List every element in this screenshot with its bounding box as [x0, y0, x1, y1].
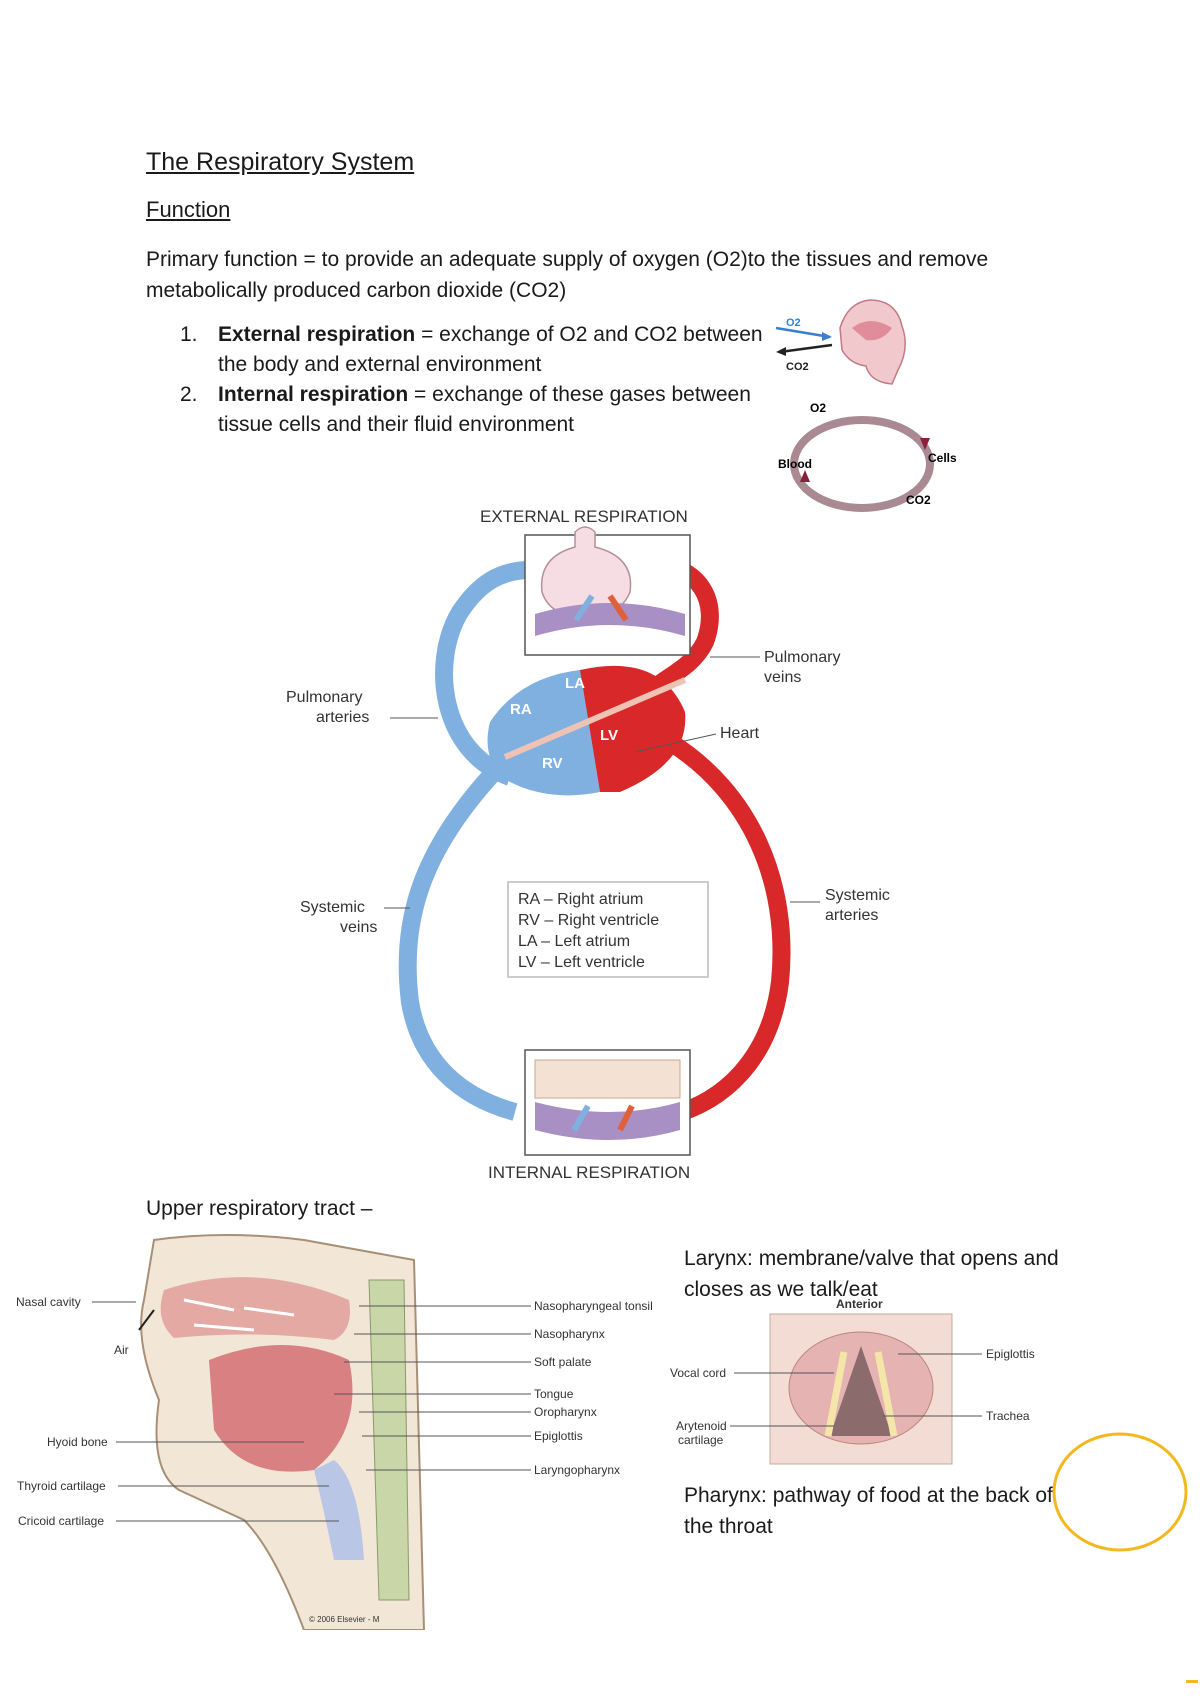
list-text: = exchange of O2 and CO2 between the bod… — [218, 323, 763, 376]
gas-exchange-figure: O2 CO2 O2 Cells Blood CO2 — [775, 299, 957, 512]
soft-palate-label: Soft palate — [534, 1355, 592, 1369]
blood-label: Blood — [778, 457, 812, 471]
larynx-shape — [314, 1460, 364, 1560]
exchange-cycle-ring — [790, 416, 934, 512]
air-arrow — [138, 1309, 155, 1331]
larynx-diagram: Anterior Vocal cord Arytenoid cartilage … — [670, 1297, 1035, 1465]
oropharynx-label: Oropharynx — [534, 1405, 597, 1419]
co2-arrow — [779, 343, 833, 354]
cycle-arrowhead-right — [920, 438, 930, 450]
systemic-arteries-vessel — [665, 734, 791, 1123]
pharynx-description: Pharynx: pathway of food at the back of … — [684, 1484, 1053, 1538]
nasal-cavity-label: Nasal cavity — [16, 1295, 81, 1309]
capillary-band — [535, 1102, 680, 1140]
nasal-passage-shape — [852, 321, 892, 341]
page-title: The Respiratory System — [146, 148, 415, 176]
vocal-cord-right — [874, 1351, 898, 1437]
anterior-label: Anterior — [836, 1297, 883, 1311]
list-text: = exchange of these gases between tissue… — [218, 383, 751, 436]
ra-label: RA — [510, 701, 532, 718]
nasopharyngeal-tonsil-label: Nasopharyngeal tonsil — [534, 1299, 653, 1313]
list-term: External respiration — [218, 323, 416, 346]
systemic-arteries-label-1: Systemic — [825, 887, 890, 904]
hyoid-bone-label: Hyoid bone — [47, 1435, 108, 1449]
list-item: 1. External respiration = exchange of O2… — [180, 320, 770, 380]
legend-item: LV – Left ventricle — [518, 954, 645, 971]
pulmonary-arteries-label-2: arteries — [316, 709, 369, 726]
nasopharynx-label: Nasopharynx — [534, 1327, 605, 1341]
heart-right-side — [487, 670, 600, 796]
arytenoid-label-1: Arytenoid — [676, 1419, 727, 1433]
heart-legend-box — [507, 881, 709, 978]
upper-tract-heading: Upper respiratory tract – — [146, 1197, 373, 1220]
cycle-arrowhead-left — [800, 470, 810, 482]
heart-label: Heart — [720, 725, 760, 742]
trachea-opening — [830, 1346, 892, 1436]
co2-label: CO2 — [786, 361, 809, 373]
systemic-veins-label-1: Systemic — [300, 899, 365, 916]
annotation-mark — [1186, 1680, 1198, 1683]
heart-septum — [503, 677, 687, 760]
legend-item: RA – Right atrium — [518, 891, 643, 908]
epiglottis-label: Epiglottis — [534, 1429, 583, 1443]
vertebrae-shape — [368, 1279, 410, 1601]
annotation-circle — [1052, 1432, 1188, 1552]
rv-label: RV — [542, 755, 563, 772]
list-number: 1. — [180, 323, 198, 346]
heart-left-side — [580, 665, 686, 792]
head-silhouette — [839, 299, 906, 385]
upper-respiratory-diagram: Nasal cavity Air Hyoid bone Thyroid cart… — [16, 1234, 653, 1630]
copyright-text: © 2006 Elsevier - M — [309, 1615, 380, 1624]
systemic-veins-label-2: veins — [340, 919, 377, 936]
external-respiration-label: EXTERNAL RESPIRATION — [480, 507, 688, 526]
release-arrow — [607, 594, 629, 622]
legend-item: LA – Left atrium — [518, 933, 630, 950]
systemic-arteries-label-2: arteries — [825, 907, 878, 924]
section-heading: Function — [146, 197, 231, 222]
cycle-o2-label: O2 — [810, 401, 826, 415]
pulmonary-arteries-vessel — [435, 561, 526, 786]
uptake-arrow — [617, 1104, 635, 1132]
tissue-cells — [534, 1059, 681, 1099]
airflow-arrows — [183, 1298, 295, 1332]
vocal-cord-left — [824, 1351, 848, 1437]
lv-label: LV — [600, 727, 618, 744]
o2-arrowhead — [822, 332, 832, 341]
trachea-label: Trachea — [986, 1409, 1030, 1423]
laryngopharynx-label: Laryngopharynx — [534, 1463, 620, 1477]
systemic-veins-vessel — [398, 763, 518, 1121]
cells-label: Cells — [928, 451, 957, 465]
heart-leader — [634, 733, 717, 753]
pulmonary-arteries-label-1: Pulmonary — [286, 689, 362, 706]
tongue-shape — [209, 1345, 353, 1472]
internal-respiration-label: INTERNAL RESPIRATION — [488, 1163, 690, 1182]
air-label: Air — [114, 1343, 129, 1357]
o2-label: O2 — [786, 317, 801, 329]
list-number: 2. — [180, 383, 198, 406]
cycle-co2-label: CO2 — [906, 493, 931, 507]
highlight-ellipse — [1052, 1432, 1188, 1552]
tongue-label: Tongue — [534, 1387, 574, 1401]
thyroid-cartilage-label: Thyroid cartilage — [17, 1479, 106, 1493]
la-label: LA — [565, 675, 585, 692]
pulmonary-veins-label-1: Pulmonary — [764, 649, 840, 666]
pulmonary-veins-label-2: veins — [764, 669, 801, 686]
release-arrow — [571, 1104, 591, 1132]
primary-function-text: Primary function = to provide an adequat… — [146, 248, 989, 302]
list-item: 2. Internal respiration = exchange of th… — [180, 380, 770, 440]
epiglottis-label: Epiglottis — [986, 1347, 1035, 1361]
larynx-description: Larynx: membrane/valve that opens and cl… — [684, 1247, 1059, 1301]
capillary-band — [535, 603, 685, 636]
legend-item: RV – Right ventricle — [518, 912, 659, 929]
respiration-list: 1. External respiration = exchange of O2… — [180, 320, 770, 440]
arytenoid-label-2: cartilage — [678, 1433, 724, 1447]
cricoid-cartilage-label: Cricoid cartilage — [18, 1514, 104, 1528]
circulation-diagram: EXTERNAL RESPIRATION LA RA LV RV Pulmona… — [286, 507, 890, 1182]
vocal-cord-label: Vocal cord — [670, 1366, 726, 1380]
uptake-arrow — [573, 594, 595, 622]
list-term: Internal respiration — [218, 383, 409, 406]
co2-arrowhead — [776, 347, 786, 356]
o2-arrow — [775, 326, 831, 339]
